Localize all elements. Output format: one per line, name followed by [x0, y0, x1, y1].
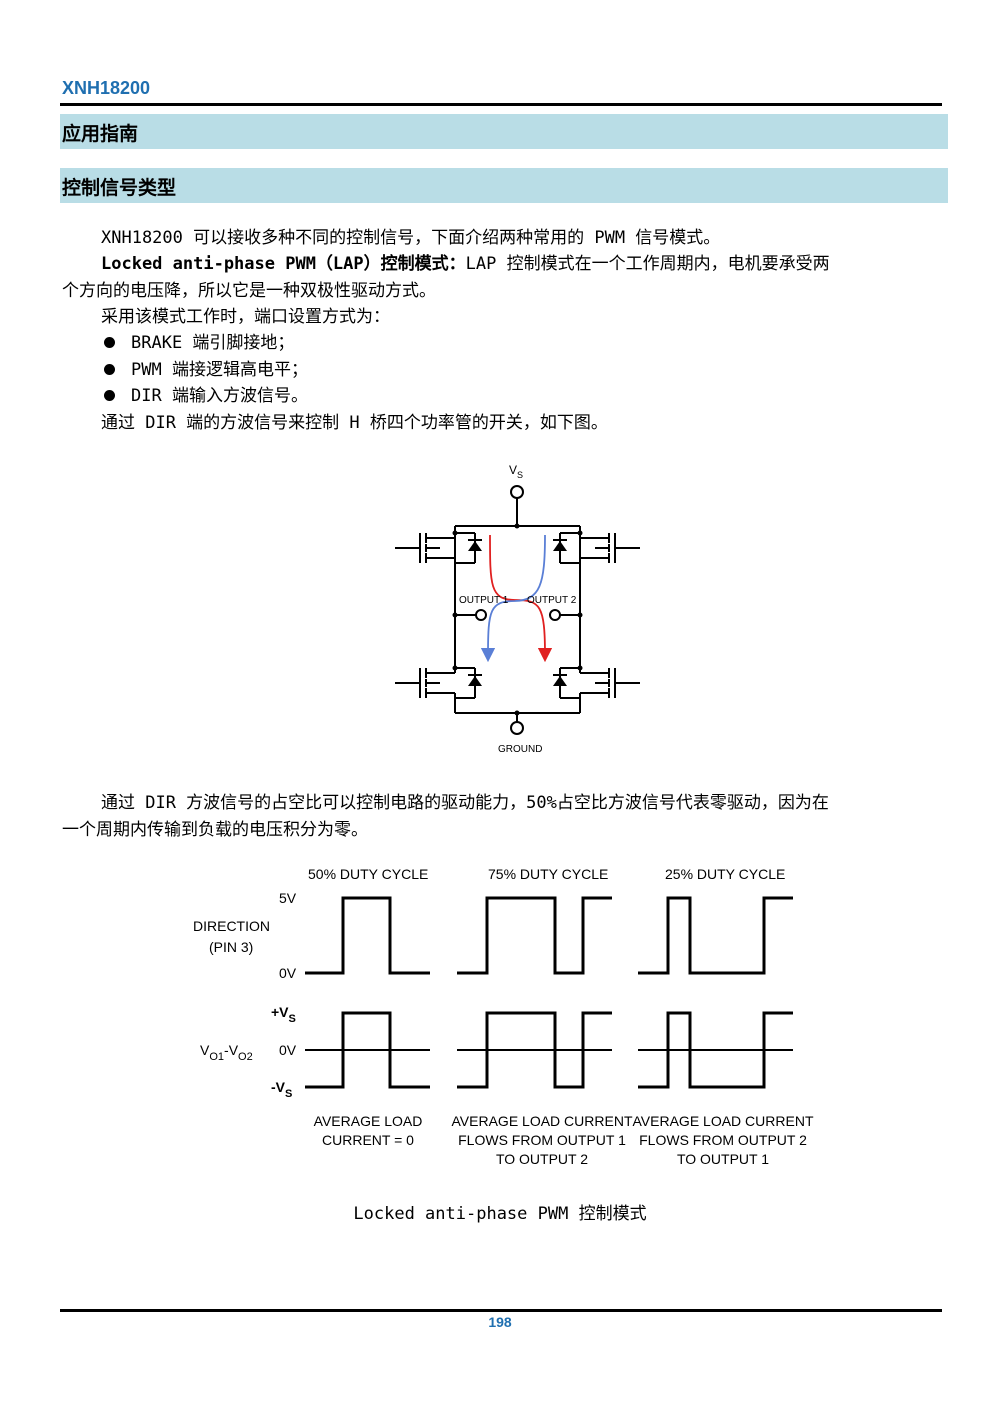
- direction-waveform: [638, 896, 793, 975]
- current-path-blue: [480, 534, 546, 663]
- load-current-note: FLOWS FROM OUTPUT 2: [639, 1132, 807, 1148]
- direction-pin-label: (PIN 3): [209, 939, 253, 955]
- intro-paragraph: XNH18200 可以接收多种不同的控制信号，下面介绍两种常用的 PWM 信号模…: [101, 228, 721, 248]
- vs-terminal: [510, 485, 524, 499]
- load-current-note: FLOWS FROM OUTPUT 1: [458, 1132, 626, 1148]
- direction-waveform: [457, 896, 612, 975]
- output-voltage-waveform: [305, 1011, 430, 1089]
- output2-label: OUTPUT 2: [527, 595, 577, 606]
- hbridge-intro-text: 通过 DIR 端的方波信号来控制 H 桥四个功率管的开关，如下图。: [101, 413, 608, 433]
- bullet-dot: [104, 337, 115, 348]
- vs-label: VS: [509, 463, 523, 480]
- lap-paragraph-line1: Locked anti-phase PWM（LAP）控制模式：LAP 控制模式在…: [101, 251, 830, 277]
- section-heading-control-signals: 控制信号类型: [60, 168, 948, 203]
- load-current-note: AVERAGE LOAD CURRENT: [452, 1113, 633, 1129]
- load-current-note: AVERAGE LOAD CURRENT: [633, 1113, 814, 1129]
- minus-vs-label: -VS: [271, 1079, 292, 1100]
- lap-title: Locked anti-phase PWM（LAP）控制模式：: [101, 254, 466, 274]
- plus-vs-label: +VS: [271, 1004, 296, 1025]
- direction-waveform: [305, 896, 430, 975]
- zero-v-label: 0V: [279, 1042, 297, 1058]
- dir-high-label: 5V: [279, 890, 297, 906]
- current-path-red: [489, 534, 553, 663]
- ground-label: GROUND: [498, 744, 542, 755]
- duty-title-50: 50% DUTY CYCLE: [308, 866, 428, 882]
- bullet-item-brake: BRAKE 端引脚接地；: [131, 333, 295, 353]
- dir-low-label: 0V: [279, 965, 297, 981]
- section-title: 应用指南: [62, 123, 139, 145]
- section-heading-app-guide: 应用指南: [60, 114, 948, 149]
- load-current-note: CURRENT = 0: [322, 1132, 414, 1148]
- output1-label: OUTPUT 1: [459, 595, 509, 606]
- output1-terminal: [475, 609, 487, 621]
- vo-label: VO1-VO2: [200, 1042, 253, 1063]
- section-title: 控制信号类型: [62, 177, 177, 199]
- bullet-item-dir: DIR 端输入方波信号。: [131, 386, 308, 406]
- duty-description-line1: 通过 DIR 方波信号的占空比可以控制电路的驱动能力，50%占空比方波信号代表零…: [101, 793, 829, 813]
- waveform-traces: [305, 896, 793, 1089]
- document-id: XNH18200: [62, 78, 151, 98]
- ground-terminal: [510, 721, 524, 735]
- hbridge-diagram: VS OUTPUT 1 OUTPUT 2 GROUND: [395, 463, 640, 755]
- figure-caption: Locked anti-phase PWM 控制模式: [353, 1204, 647, 1224]
- bullet-dot: [104, 364, 115, 375]
- port-setup-text: 采用该模式工作时，端口设置方式为：: [101, 307, 390, 327]
- duty-title-75: 75% DUTY CYCLE: [488, 866, 608, 882]
- lap-description: LAP 控制模式在一个工作周期内，电机要承受两: [465, 254, 830, 274]
- lap-paragraph-line2: 个方向的电压降，所以它是一种双极性驱动方式。: [62, 281, 436, 301]
- bullet-dot: [104, 390, 115, 401]
- output2-terminal: [549, 609, 561, 621]
- duty-description-line2: 一个周期内传输到负载的电压积分为零。: [62, 820, 368, 840]
- direction-label: DIRECTION: [193, 918, 270, 934]
- page-number: 198: [488, 1314, 512, 1330]
- footer-divider: [60, 1309, 942, 1312]
- load-current-note: TO OUTPUT 2: [496, 1151, 588, 1167]
- pwm-waveform-diagram: 50% DUTY CYCLE 75% DUTY CYCLE 25% DUTY C…: [193, 866, 814, 1167]
- load-current-note: TO OUTPUT 1: [677, 1151, 769, 1167]
- header-divider: [60, 103, 942, 106]
- load-current-note: AVERAGE LOAD: [314, 1113, 423, 1129]
- bullet-item-pwm: PWM 端接逻辑高电平；: [131, 360, 308, 380]
- duty-title-25: 25% DUTY CYCLE: [665, 866, 785, 882]
